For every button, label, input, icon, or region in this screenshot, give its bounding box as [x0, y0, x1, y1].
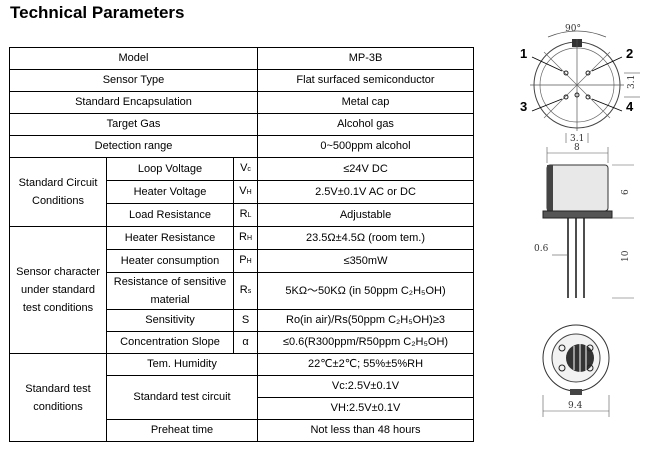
lead-length-dim: 10: [621, 250, 631, 262]
pin-3-label: 3: [520, 99, 527, 114]
param-value: Ro(in air)/Rs(50ppm C₂H₅OH)≥3: [257, 309, 474, 332]
group-label: Standard test conditions: [9, 353, 107, 442]
table-row: Detection range 0~500ppm alcohol: [9, 135, 474, 158]
param-label: Heater Resistance: [106, 226, 234, 250]
param-value: 23.5Ω±4.5Ω (room tem.): [257, 226, 474, 250]
base-diameter-dim: 9.4: [568, 401, 583, 411]
table-row: Standard test circuit Vc:2.5V±0.1V: [10, 375, 474, 420]
param-label: Heater Voltage: [106, 180, 234, 204]
param-symbol: S: [233, 309, 258, 332]
row-label: Detection range: [9, 135, 258, 158]
param-symbol: VH: [233, 180, 258, 204]
table-row: Standard Encapsulation Metal cap: [9, 91, 474, 114]
page-title: Technical Parameters: [10, 3, 185, 22]
sensor-dimension-drawing: 90° 1 2 3 4 3.1 3.1 8: [520, 24, 640, 417]
table-row: Standard test conditions Tem. Humidity 2…: [9, 353, 474, 442]
row-label: Sensor Type: [9, 69, 258, 92]
param-label: Load Resistance: [106, 203, 234, 227]
pin-2-label: 2: [626, 46, 633, 61]
param-label: Sensitivity: [106, 309, 234, 332]
param-label: Loop Voltage: [106, 157, 234, 181]
param-symbol: RL: [233, 203, 258, 227]
pin-1-label: 1: [520, 46, 527, 61]
table-row: Preheat time Not less than 48 hours: [10, 419, 474, 442]
param-symbol: RH: [233, 226, 258, 250]
cap-width-dim: 8: [574, 143, 580, 153]
pin-4-label: 4: [626, 99, 634, 114]
top-view: 90° 1 2 3 4 3.1 3.1: [520, 24, 640, 144]
param-symbol: PH: [233, 249, 258, 273]
table-row: Target Gas Alcohol gas: [9, 113, 474, 136]
param-value: 22℃±2℃; 55%±5%RH: [257, 353, 474, 376]
angle-label: 90°: [565, 24, 581, 34]
pitch-h-dim: 3.1: [570, 134, 584, 144]
table-row: Concentration Slope α ≤0.6(R300ppm/R50pp…: [10, 331, 474, 354]
table-row: Heater consumption PH ≤350mW: [10, 249, 474, 273]
param-symbol: Rs: [233, 272, 258, 310]
param-value: ≤0.6(R300ppm/R50ppm C₂H₅OH): [257, 331, 474, 354]
table-row: Sensitivity S Ro(in air)/Rs(50ppm C₂H₅OH…: [10, 309, 474, 332]
param-value: 5KΩ～50KΩ (in 50ppm C₂H₅OH): [257, 272, 474, 310]
param-label: Heater consumption: [106, 249, 234, 273]
param-value: Not less than 48 hours: [257, 419, 474, 442]
table-row: Standard Circuit Conditions Loop Voltage…: [9, 157, 474, 227]
param-value: VH:2.5V±0.1V: [257, 397, 474, 420]
table-row: Model MP-3B: [9, 47, 474, 70]
param-value: 2.5V±0.1V AC or DC: [257, 180, 474, 204]
pitch-v-dim: 3.1: [627, 75, 637, 89]
lead-diameter-dim: 0.6: [534, 244, 549, 254]
param-label: Preheat time: [106, 419, 258, 442]
param-value: Adjustable: [257, 203, 474, 227]
bottom-view: 9.4: [542, 324, 610, 417]
param-label: Concentration Slope: [106, 331, 234, 354]
row-value: Alcohol gas: [257, 113, 474, 136]
param-label: Resistance of sensitive material: [106, 272, 234, 310]
cap-height-dim: 6: [621, 189, 631, 195]
param-label: Standard test circuit: [106, 375, 258, 420]
row-label: Standard Encapsulation: [9, 91, 258, 114]
spec-table: Model MP-3B Sensor Type Flat surfaced se…: [9, 47, 474, 442]
side-view: 8 6 0.6 10: [534, 143, 634, 299]
group-label: Sensor character under standard test con…: [9, 226, 107, 354]
row-value: 0~500ppm alcohol: [257, 135, 474, 158]
group-label: Standard Circuit Conditions: [9, 157, 107, 227]
row-value: MP-3B: [257, 47, 474, 70]
param-value: ≤350mW: [257, 249, 474, 273]
table-row: Resistance of sensitive material Rs 5KΩ～…: [10, 272, 474, 310]
row-value: Metal cap: [257, 91, 474, 114]
param-label: Tem. Humidity: [106, 353, 258, 376]
param-value: Vc:2.5V±0.1V: [257, 375, 474, 398]
param-value: ≤24V DC: [257, 157, 474, 181]
row-label: Target Gas: [9, 113, 258, 136]
row-label: Model: [9, 47, 258, 70]
row-value: Flat surfaced semiconductor: [257, 69, 474, 92]
param-symbol: α: [233, 331, 258, 354]
table-row: Sensor Type Flat surfaced semiconductor: [9, 69, 474, 92]
table-row: Heater Voltage VH 2.5V±0.1V AC or DC: [10, 180, 474, 204]
table-row: Sensor character under standard test con…: [9, 226, 474, 354]
param-symbol: Vc: [233, 157, 258, 181]
